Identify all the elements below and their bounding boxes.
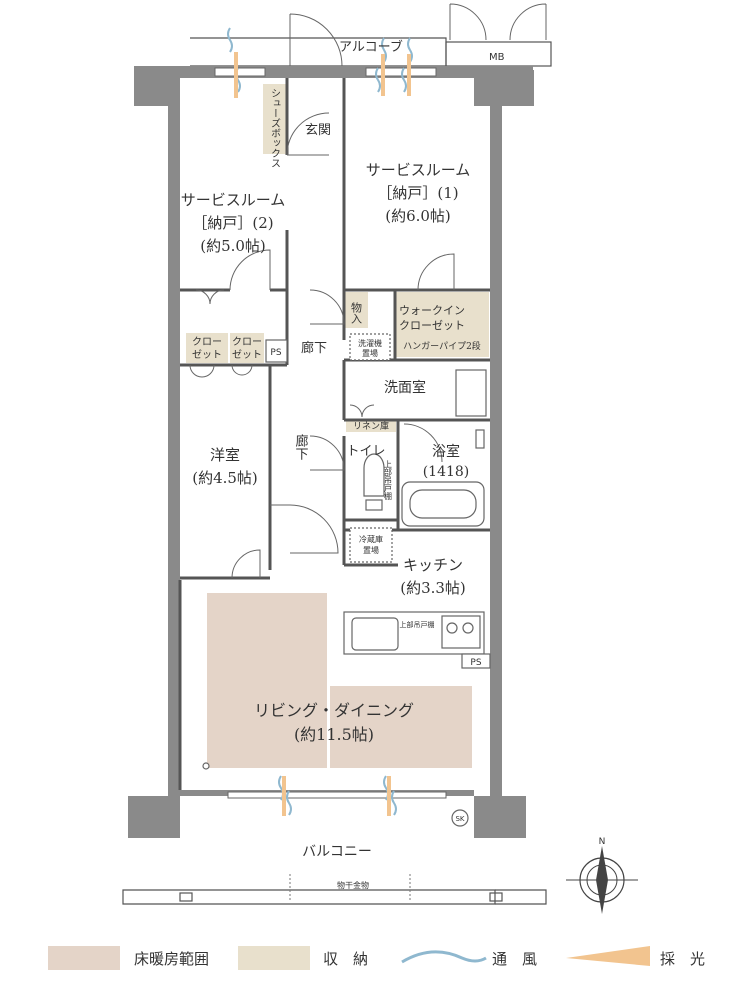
label-compass-n: N xyxy=(599,837,606,847)
linen-fill xyxy=(346,419,396,432)
fridge-space xyxy=(349,527,393,563)
closet-b-fill xyxy=(230,333,264,363)
ventilation-icon-top-right xyxy=(401,37,413,93)
label-living-name: リビング・ダイニング xyxy=(254,701,414,720)
column-bottom-left xyxy=(128,796,180,838)
label-service2-sub: ［納戸］(2) xyxy=(192,214,273,232)
balcony-railing xyxy=(122,889,496,905)
wall-left xyxy=(168,78,180,798)
drying-rack-line xyxy=(289,874,411,900)
label-mb: MB xyxy=(489,52,505,63)
floor-sensor-icon xyxy=(202,762,210,770)
toilet-tank xyxy=(365,499,383,511)
label-wic-2: クローゼット xyxy=(399,319,465,332)
bathtub-inner xyxy=(409,489,477,519)
wall-right xyxy=(490,78,502,798)
label-sk: SK xyxy=(455,815,464,823)
shower-unit xyxy=(475,429,485,449)
legend-swatch-daylight xyxy=(566,946,650,966)
legend-swatch-floor-heating xyxy=(48,946,120,970)
label-wic-1: ウォークイン xyxy=(399,304,465,317)
legend-swatch-storage xyxy=(238,946,310,970)
legend-swatch-ventilation xyxy=(401,950,487,964)
label-toilet: トイレ xyxy=(346,444,385,459)
label-alcove: アルコーブ xyxy=(339,39,403,55)
legend-label-daylight: 採 光 xyxy=(660,950,705,968)
toilet-bowl xyxy=(363,453,385,497)
shoebox-fill xyxy=(263,84,286,154)
mb-door-right xyxy=(509,3,547,41)
compass-icon xyxy=(566,846,638,914)
window-top-left xyxy=(214,67,266,77)
ps-kitchen-box xyxy=(461,653,491,669)
label-service1-sub: ［納戸］(1) xyxy=(377,184,458,202)
balcony-end-right xyxy=(495,889,547,905)
label-service2-size: (約5.0帖) xyxy=(200,237,266,255)
column-bottom-right xyxy=(474,796,526,838)
burner-right-icon xyxy=(462,622,474,634)
label-closet-a-1: クロー xyxy=(192,336,222,348)
label-kitchen-size: (約3.3帖) xyxy=(400,579,466,597)
washing-machine-space xyxy=(349,333,391,361)
sk-drain xyxy=(451,809,469,827)
label-western-name: 洋室 xyxy=(210,446,240,464)
label-drying-rack: 物干金物 xyxy=(337,880,369,890)
window-top-right xyxy=(365,67,437,77)
mb-door-left xyxy=(449,3,487,41)
balcony-post-right xyxy=(489,892,503,902)
label-upper-cabinet-horizontal: 上部吊戸棚 xyxy=(400,620,435,629)
legend-label-ventilation: 通 風 xyxy=(492,950,537,968)
column-top-right xyxy=(474,70,534,106)
ps-top-box xyxy=(265,339,288,363)
wic-fill xyxy=(395,292,489,357)
interior-walls xyxy=(178,78,490,790)
kitchen-sink xyxy=(351,617,399,651)
label-washroom: 洗面室 xyxy=(384,379,426,396)
label-service2-name: サービスルーム xyxy=(181,191,286,209)
stove xyxy=(441,615,481,649)
label-corridor-1: 廊下 xyxy=(301,340,327,356)
label-closet-a-2: ゼット xyxy=(192,349,222,361)
label-service1-size: (約6.0帖) xyxy=(385,207,451,225)
ventilation-icon-top-mid xyxy=(375,37,387,93)
label-washer-2: 置場 xyxy=(362,348,378,358)
label-entrance: 玄関 xyxy=(305,123,331,138)
storage-fill xyxy=(344,292,368,328)
label-living-size: (約11.5帖) xyxy=(294,725,374,744)
label-shoebox: シューズボックス xyxy=(269,88,281,168)
floor-heating-area-right xyxy=(330,686,472,768)
interior-doors xyxy=(189,112,455,579)
label-fridge-2: 置場 xyxy=(363,545,379,555)
legend-label-storage: 収 納 xyxy=(323,950,368,968)
label-kitchen-name: キッチン xyxy=(403,556,463,574)
label-service1-name: サービスルーム xyxy=(366,161,471,179)
wall-top xyxy=(134,66,533,78)
balcony-post-left xyxy=(179,892,193,902)
entrance-door-swing xyxy=(289,13,343,67)
burner-left-icon xyxy=(446,622,458,634)
floor-heating-area-left xyxy=(207,593,327,768)
label-ps-top: PS xyxy=(270,348,281,358)
label-closet-b-1: クロー xyxy=(232,336,262,348)
closet-a-fill xyxy=(186,333,228,363)
label-balcony: バルコニー xyxy=(302,844,372,860)
legend-label-floor-heating: 床暖房範囲 xyxy=(134,950,209,968)
label-wic-note: ハンガーパイプ2段 xyxy=(403,340,481,352)
label-corridor-2: 廊下 xyxy=(293,433,309,460)
label-ps-kitchen: PS xyxy=(470,658,481,668)
label-bath-size: (1418) xyxy=(423,464,470,480)
label-upper-cabinet-vertical: 上部吊戸棚 xyxy=(384,460,393,501)
legend: 床暖房範囲 収 納 通 風 採 光 xyxy=(48,946,705,970)
label-washer-1: 洗濯機 xyxy=(358,338,382,348)
washbasin xyxy=(455,369,487,417)
label-storage: 物入 xyxy=(350,301,363,324)
label-western-size: (約4.5帖) xyxy=(192,469,258,487)
window-bottom xyxy=(227,791,447,799)
label-linen: リネン庫 xyxy=(353,420,389,432)
label-bath: 浴室 xyxy=(432,443,460,460)
label-fridge-1: 冷蔵庫 xyxy=(359,534,383,544)
label-closet-b-2: ゼット xyxy=(232,349,262,361)
